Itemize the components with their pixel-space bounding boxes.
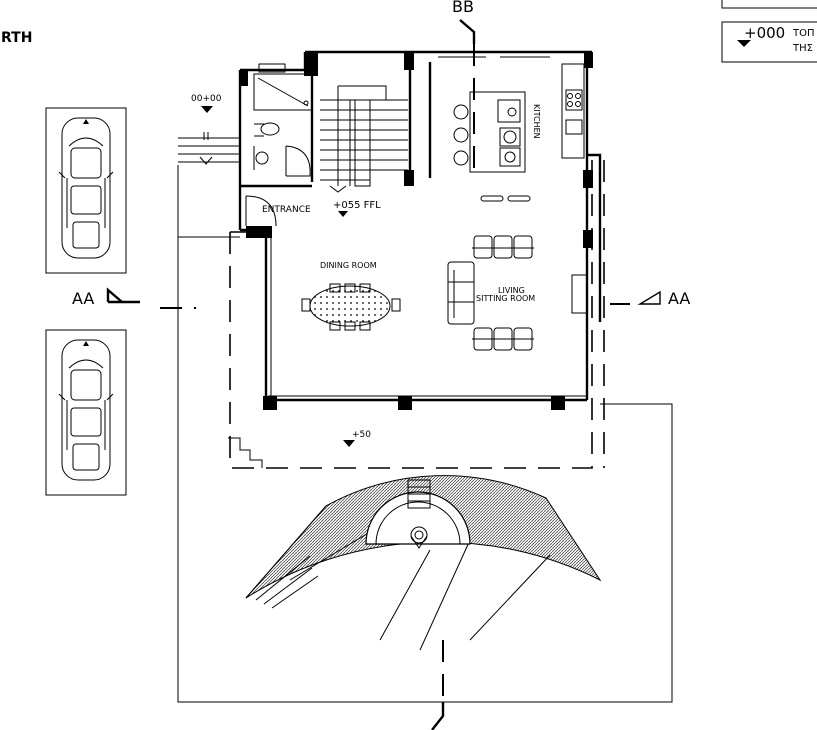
entry-approach: 00+00 — [178, 94, 240, 165]
parking-space-bottom — [45, 329, 127, 496]
armchair-row-bottom — [472, 327, 534, 351]
bathroom — [253, 63, 313, 177]
level-legend-box: +000 ΤΟΠ ΤΗΣ — [721, 0, 817, 63]
entrance-door: ENTRANCE — [245, 195, 311, 227]
yard-steps — [228, 437, 263, 468]
entry-level-label: 00+00 — [191, 94, 222, 104]
parking-space-top — [45, 107, 127, 274]
sink-icon — [255, 151, 269, 165]
section-bb-label: BB — [452, 0, 474, 16]
section-line-aa-left: AA — [72, 287, 196, 309]
level-legend-value: +000 — [744, 24, 785, 42]
staircase — [320, 85, 408, 193]
yard-level-label: +50 — [352, 430, 371, 440]
plot-boundary — [177, 165, 673, 703]
entrance-label: ENTRANCE — [262, 205, 311, 215]
legend-text-1: ΤΟΠ — [792, 28, 815, 39]
living-label-line2: SITTING ROOM — [476, 294, 535, 303]
dining-room: DINING ROOM — [301, 261, 401, 331]
toilet-icon — [260, 122, 280, 136]
building-walls — [238, 50, 602, 402]
north-label: RTH — [1, 30, 32, 46]
structural-columns — [240, 52, 593, 410]
living-label-line1: LIVING — [498, 286, 525, 295]
level-marker-icon — [737, 40, 751, 47]
level-marker-icon — [201, 106, 213, 113]
armchair-row-top — [472, 235, 534, 259]
stool-icon — [453, 127, 469, 143]
living-room: LIVING SITTING ROOM — [447, 235, 535, 351]
car-icon — [58, 339, 114, 481]
level-marker-icon — [343, 440, 355, 447]
kitchen-label: KITCHEN — [532, 104, 541, 139]
ffl-level-label: +055 FFL — [333, 200, 381, 211]
legend-text-2: ΤΗΣ — [792, 43, 813, 54]
level-marker-icon — [338, 211, 348, 217]
kitchen: KITCHEN — [453, 63, 585, 173]
dining-room-label: DINING ROOM — [320, 261, 377, 270]
dashed-outline — [229, 159, 605, 469]
section-aa-left-label: AA — [72, 289, 94, 308]
stair-tower — [365, 479, 471, 549]
sofa — [447, 261, 475, 325]
section-aa-right-label: AA — [668, 289, 690, 308]
section-line-aa-right: AA — [610, 289, 690, 308]
car-icon — [58, 117, 114, 259]
stool-icon — [453, 104, 469, 120]
section-line-bb: BB — [431, 0, 476, 730]
stool-icon — [453, 150, 469, 166]
